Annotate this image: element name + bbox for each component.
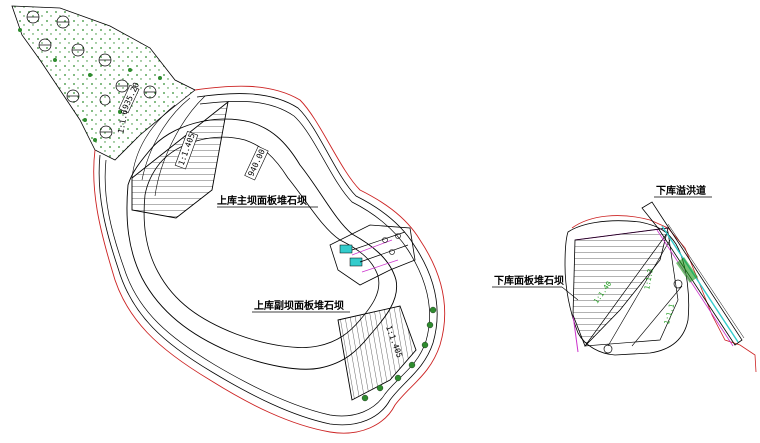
lower-spillway-chute [641, 201, 745, 347]
elevation-940-label: 940.00 [246, 148, 266, 178]
vegetation-shrubs [18, 28, 162, 142]
spoil-area: 935.20 [11, 5, 196, 161]
upper-sub-dam-label: 上库副坝面板堆石坝 [254, 299, 344, 312]
vegetation-shrubs-sub [361, 306, 437, 402]
slope-lower2-label: 1:1.3 [643, 268, 655, 290]
upper-main-dam-label: 上库主坝面板堆石坝 [217, 194, 307, 207]
lower-spillway-label: 下库溢洪道 [656, 184, 706, 197]
upper-reservoir: 940.00 1:1.405 1:1.405 1:1.6 上库主坝面板堆石坝 上… [93, 85, 446, 434]
slope-left-label: 1:1.6 [116, 109, 129, 134]
lower-dam-label: 下库面板堆石坝 [494, 274, 564, 287]
upper-sub-dam-body [337, 305, 417, 401]
intake-structure [329, 224, 416, 286]
tree-icons [26, 10, 157, 139]
lower-dam-body [572, 227, 669, 347]
lower-reservoir: 1:1.40 1:1.3 1:1.1 下库面板堆石坝 下库溢洪道 [492, 184, 757, 373]
